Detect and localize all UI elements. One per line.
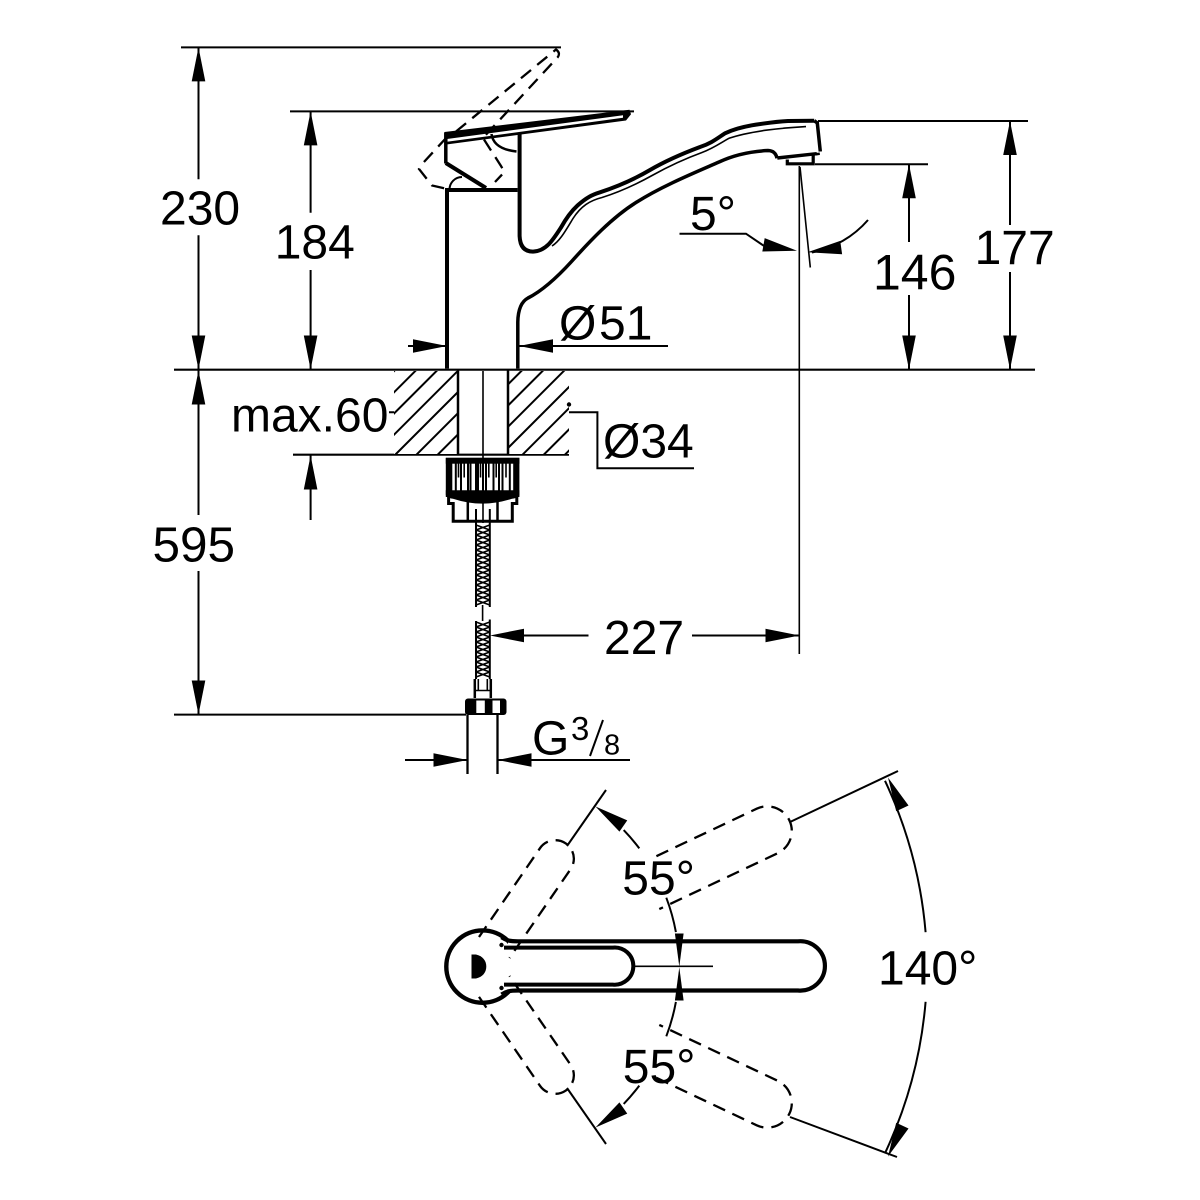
svg-text:51: 51 xyxy=(599,298,652,351)
svg-text:140°: 140° xyxy=(878,942,977,995)
svg-text:184: 184 xyxy=(275,217,355,270)
svg-text:146: 146 xyxy=(873,245,956,301)
svg-text:55°: 55° xyxy=(622,853,695,906)
svg-text:595: 595 xyxy=(153,518,236,573)
svg-text:Ø34: Ø34 xyxy=(603,416,694,469)
svg-text:230: 230 xyxy=(160,183,240,236)
svg-text:3: 3 xyxy=(571,710,589,747)
svg-text:177: 177 xyxy=(975,222,1055,275)
svg-text:max.60: max.60 xyxy=(231,390,388,443)
svg-text:Ø: Ø xyxy=(559,298,596,351)
svg-text:G: G xyxy=(532,713,569,766)
svg-text:8: 8 xyxy=(604,730,620,762)
svg-text:55°: 55° xyxy=(623,1041,696,1094)
svg-text:5°: 5° xyxy=(690,188,736,241)
svg-text:227: 227 xyxy=(604,612,684,665)
